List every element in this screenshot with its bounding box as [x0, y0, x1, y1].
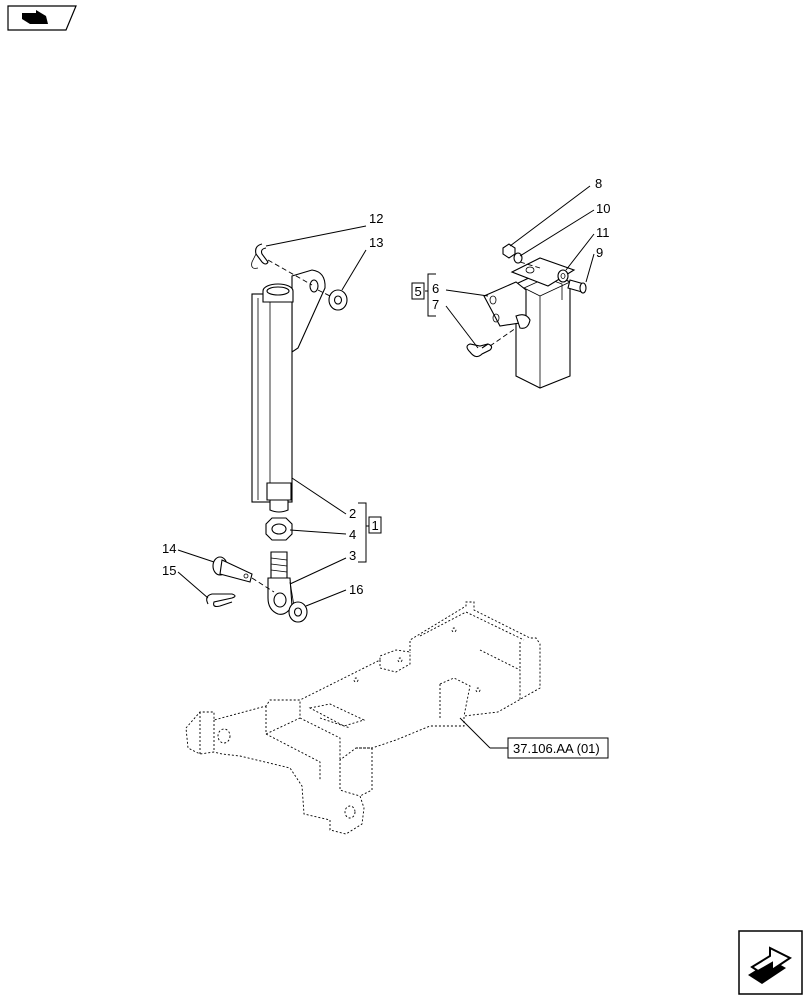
callout-9: 9 — [596, 245, 603, 260]
callout-6: 6 — [432, 281, 439, 296]
tractor-frame — [185, 601, 541, 835]
callout-13: 13 — [369, 235, 383, 250]
callout-10: 10 — [596, 201, 610, 216]
bracket-assembly — [483, 257, 576, 389]
washer-11 — [557, 269, 569, 283]
callout-3: 3 — [349, 548, 356, 563]
hydraulic-cylinder — [251, 269, 326, 513]
washer-13 — [328, 289, 348, 311]
bolt-9 — [567, 279, 587, 294]
rod-eye-3 — [267, 551, 295, 615]
callout-8: 8 — [595, 176, 602, 191]
callout-16: 16 — [349, 582, 363, 597]
washer-10 — [513, 252, 523, 264]
spring-clip-15 — [206, 593, 236, 608]
callout-5: 5 — [415, 284, 422, 299]
callout-12: 12 — [369, 211, 383, 226]
callout-7: 7 — [432, 297, 439, 312]
washer-16 — [288, 601, 308, 623]
wing-screw-7 — [466, 343, 493, 358]
callout-11: 11 — [596, 225, 610, 240]
callout-4: 4 — [349, 527, 356, 542]
leader-lines — [177, 185, 595, 749]
callout-box-1: 1 — [368, 516, 382, 534]
callout-15: 15 — [162, 563, 176, 578]
callout-2: 2 — [349, 506, 356, 521]
callout-14: 14 — [162, 541, 176, 556]
callout-box-5: 5 — [411, 282, 425, 300]
nut-8 — [502, 243, 516, 259]
reference-label[interactable]: 37.106.AA (01) — [513, 741, 600, 756]
clevis-pin-14 — [212, 556, 253, 583]
back-arrow-icon[interactable] — [7, 5, 77, 31]
callout-1: 1 — [372, 518, 379, 533]
nut-4 — [265, 517, 293, 541]
reference-link[interactable]: 37.106.AA (01) — [507, 737, 609, 759]
hair-pin-12 — [251, 243, 269, 269]
forward-arrow-icon[interactable] — [738, 930, 803, 995]
